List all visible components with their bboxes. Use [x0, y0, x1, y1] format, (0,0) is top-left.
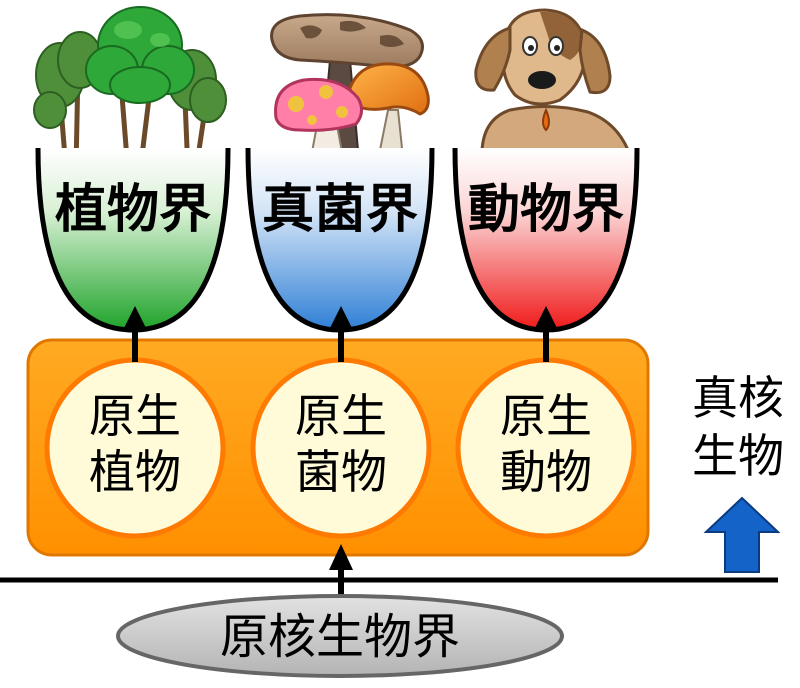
eukaryote-label-line1: 真核 — [692, 371, 784, 425]
dog-nose — [528, 71, 556, 89]
protist-fungi-line1: 原生 — [295, 389, 387, 443]
protist-animal-circle: 原生 動物 — [455, 357, 637, 539]
protist-fungi-circle: 原生 菌物 — [250, 357, 432, 539]
eukaryote-label-line2: 生物 — [692, 429, 784, 483]
plant-kingdom-label: 植物界 — [55, 180, 211, 240]
dog-left-ear — [474, 25, 512, 92]
blue-up-arrow-icon — [703, 496, 781, 573]
flat-cap-spots — [300, 20, 404, 47]
orange-mushroom-stem — [378, 109, 404, 154]
tree-highlights — [114, 21, 170, 47]
protist-plant-line1: 原生 — [89, 389, 181, 443]
prokaryote-kingdom-ellipse: 原核生物界 — [116, 594, 564, 678]
arrow-protist-animal-to-animal-kingdom — [534, 306, 558, 362]
fungi-kingdom-label: 真菌界 — [262, 180, 418, 240]
arrow-protist-fungi-to-fungi-kingdom — [329, 306, 353, 362]
protist-animal-line2: 動物 — [500, 445, 592, 499]
dog-eye-patch — [540, 11, 582, 60]
fungi-kingdom-cup: 真菌界 — [245, 147, 435, 333]
mushrooms-illustration — [270, 13, 430, 157]
animal-kingdom-label: 動物界 — [468, 180, 624, 240]
dog-tag — [542, 107, 550, 132]
arrow-protist-plant-to-plant-kingdom — [123, 306, 147, 362]
prokaryote-kingdom-label: 原核生物界 — [220, 609, 460, 665]
protist-fungi-line2: 菌物 — [295, 445, 387, 499]
plant-kingdom-cup: 植物界 — [35, 147, 231, 333]
protist-animal-line1: 原生 — [500, 389, 592, 443]
dog-right-ear — [578, 27, 612, 95]
orange-mushroom-cap — [348, 62, 430, 116]
pink-cap-spots — [288, 85, 348, 125]
animal-kingdom-cup: 動物界 — [452, 147, 640, 333]
trees-illustration — [33, 6, 227, 175]
protist-plant-line2: 植物 — [89, 445, 181, 499]
tree-canopy-front — [85, 6, 195, 104]
protist-plant-circle: 原生 植物 — [44, 357, 226, 539]
eukaryote-label: 真核 生物 — [692, 371, 784, 483]
